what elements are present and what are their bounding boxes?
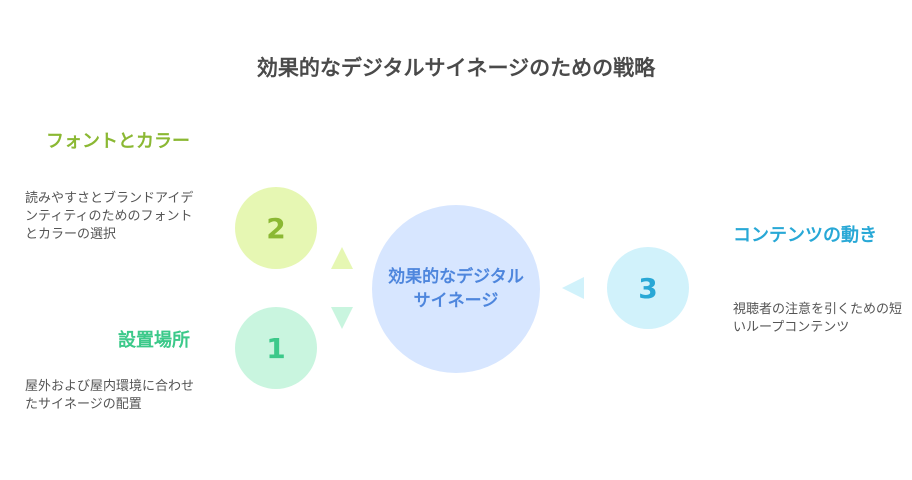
arrow-down-icon: [331, 307, 353, 329]
description-content-motion: 視聴者の注意を引くための短いループコンテンツ: [733, 302, 903, 335]
diagram-title: 効果的なデジタルサイネージのための戦略: [256, 56, 656, 80]
step-2-number: 2: [266, 211, 286, 245]
heading-content-motion: コンテンツの動き: [733, 225, 877, 246]
arrow-left-icon: [562, 277, 584, 299]
step-3-circle: 3: [607, 247, 689, 329]
step-1-circle: 1: [235, 307, 317, 389]
central-concept-circle: 効果的なデジタルサイネージ: [372, 205, 540, 373]
heading-font-color: フォントとカラー: [46, 131, 190, 152]
arrow-up-icon: [331, 247, 353, 269]
central-concept-label: 効果的なデジタルサイネージ: [388, 267, 524, 311]
description-font-color: 読みやすさとブランドアイデンティティのためのフォントとカラーの選択: [25, 191, 194, 242]
heading-placement: 設置場所: [118, 330, 190, 351]
step-2-circle: 2: [235, 187, 317, 269]
step-1-number: 1: [266, 331, 286, 365]
step-3-number: 3: [638, 271, 658, 305]
description-placement: 屋外および屋内環境に合わせたサイネージの配置: [25, 379, 195, 412]
